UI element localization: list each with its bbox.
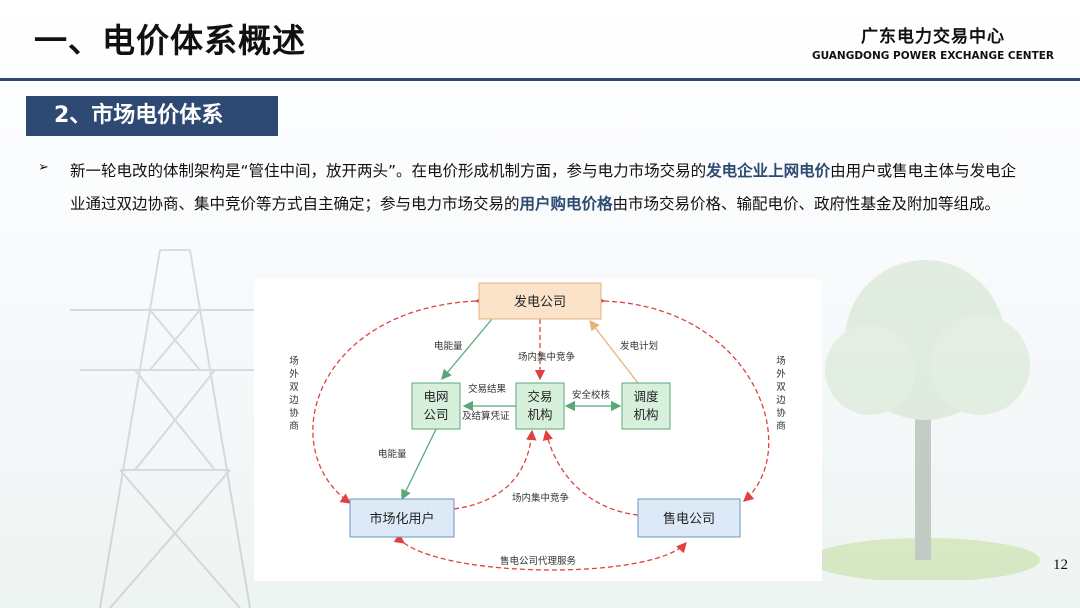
page-number: 12 [1053,557,1068,573]
label-energy-bottom: 电能量 [378,448,407,460]
svg-text:商: 商 [776,420,786,432]
label-bilateral-left: 场 外 双 边 协 商 [289,356,299,432]
node-exchange: 交易 机构 [515,382,565,430]
label-settlement: 及结算凭证 [462,410,510,422]
svg-text:公司: 公司 [423,407,448,422]
label-bilateral-right: 场 外 双 边 协 商 [776,356,786,432]
node-label: 发电公司 [514,294,566,310]
node-market-users: 市场化用户 [349,498,455,538]
svg-text:机构: 机构 [527,407,552,422]
node-power-generator: 发电公司 [478,282,602,320]
label-competition-bottom: 场内集中竞争 [512,492,570,504]
svg-text:双: 双 [289,382,299,393]
organization-name-en: GUANGDONG POWER EXCHANGE CENTER [811,50,1054,62]
paragraph-text: 由市场交易价格、输配电价、政府性基金及附加等组成。 [612,195,1001,213]
svg-text:电网: 电网 [423,389,448,404]
tree-background [810,260,1040,580]
market-structure-diagram: 发电公司 电网 公司 交易 机构 调度 机构 市场化用户 售电公司 电能量 场内… [254,279,822,581]
label-gen-plan: 发电计划 [620,340,658,352]
svg-text:边: 边 [289,395,299,406]
svg-text:场: 场 [776,356,786,367]
user-exchange-curve [444,429,537,516]
label-security: 安全校核 [572,389,611,401]
svg-text:外: 外 [776,368,786,380]
paragraph-text: 由用户或售电主体与发电企业通过双边协商、集中竞价等方式自主确定；参与电力市场交易… [70,162,1017,213]
svg-text:交易: 交易 [527,389,552,404]
body-paragraph: 新一轮电改的体制架构是“管住中间，放开两头”。在电价形成机制方面，参与电力市场交… [70,155,1030,221]
node-dispatch: 调度 机构 [621,382,671,430]
highlight-generator-price: 发电企业上网电价 [706,162,831,180]
svg-text:市场化用户: 市场化用户 [369,511,434,527]
energy-gen-to-grid-arrow [441,318,493,380]
energy-grid-to-user-arrow [401,424,439,501]
bilateral-right-curve [594,295,770,502]
highlight-user-price: 用户购电价格 [519,195,613,213]
organization-name-cn: 广东电力交易中心 [860,27,1005,47]
retail-exchange-curve [542,429,648,522]
svg-text:商: 商 [289,420,299,432]
label-agency: 售电公司代理服务 [500,555,577,567]
svg-text:外: 外 [289,368,299,380]
agency-curve [393,533,687,571]
node-retail-company: 售电公司 [637,498,741,538]
label-competition-top: 场内集中竞争 [518,351,576,363]
gen-plan-arrow [589,319,639,384]
svg-text:售电公司: 售电公司 [663,511,715,527]
page-title: 一、电价体系概述 [34,21,306,60]
label-energy-top: 电能量 [434,340,463,352]
header-divider [0,78,1080,81]
section-heading: 2、市场电价体系 [26,96,278,136]
svg-text:场: 场 [289,356,299,367]
svg-text:机构: 机构 [633,407,658,422]
label-trade-result: 交易结果 [468,383,507,395]
svg-text:边: 边 [776,395,786,406]
bullet-arrow-icon: ➢ [38,160,49,175]
paragraph-text: 新一轮电改的体制架构是“管住中间，放开两头”。在电价形成机制方面，参与电力市场交… [70,162,707,180]
svg-text:协: 协 [776,407,786,419]
node-grid-company: 电网 公司 [411,382,461,430]
svg-text:协: 协 [289,407,299,419]
organization-logo: 广东电力交易中心 GUANGDONG POWER EXCHANGE CENTER [812,22,1054,62]
svg-text:双: 双 [776,382,786,393]
svg-text:调度: 调度 [633,389,659,404]
bilateral-left-curve [312,295,486,504]
power-tower-background [70,249,280,608]
